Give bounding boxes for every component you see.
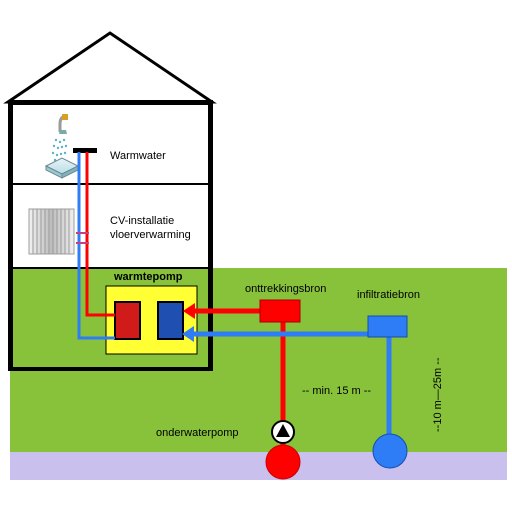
label-warmtepomp: warmtepomp bbox=[113, 271, 183, 283]
aquifer-layer bbox=[10, 452, 507, 480]
house-roof bbox=[3, 31, 217, 104]
extraction-well-box bbox=[259, 299, 301, 323]
house-outline bbox=[8, 100, 213, 371]
label-onttrekkingsbron: onttrekkingsbron bbox=[245, 283, 326, 295]
indoor-pipes bbox=[76, 152, 115, 340]
indoor-hot-pipe bbox=[85, 152, 115, 317]
radiator-icon bbox=[28, 208, 75, 255]
heat-pump-evaporator bbox=[157, 301, 184, 340]
label-onderwaterpomp: onderwaterpomp bbox=[156, 427, 239, 439]
pump-icon bbox=[271, 420, 295, 444]
infiltration-well-bulb bbox=[372, 433, 408, 469]
indoor-cold-pipe bbox=[77, 152, 115, 340]
heat-pump-unit bbox=[105, 285, 198, 355]
house-floor-top bbox=[11, 103, 210, 185]
label-cv-installatie: CV-installatie bbox=[110, 215, 174, 227]
ground bbox=[10, 268, 507, 452]
tap-bar bbox=[73, 148, 97, 153]
infiltration-well-box bbox=[367, 315, 408, 338]
label-warmwater: Warmwater bbox=[110, 150, 166, 162]
hot-arrow-icon bbox=[183, 303, 195, 319]
label-infiltratiebron: infiltratiebron bbox=[357, 289, 420, 301]
heat-pump-condenser bbox=[114, 301, 141, 340]
label-distance: -- min. 15 m -- bbox=[302, 385, 371, 397]
label-vloerverwarming: vloerverwarming bbox=[110, 229, 191, 241]
outdoor-pipes bbox=[182, 303, 392, 460]
label-depth: --10 m—25m -- bbox=[432, 357, 444, 432]
extraction-well-bulb bbox=[265, 444, 301, 480]
cold-arrow-icon bbox=[182, 326, 194, 342]
